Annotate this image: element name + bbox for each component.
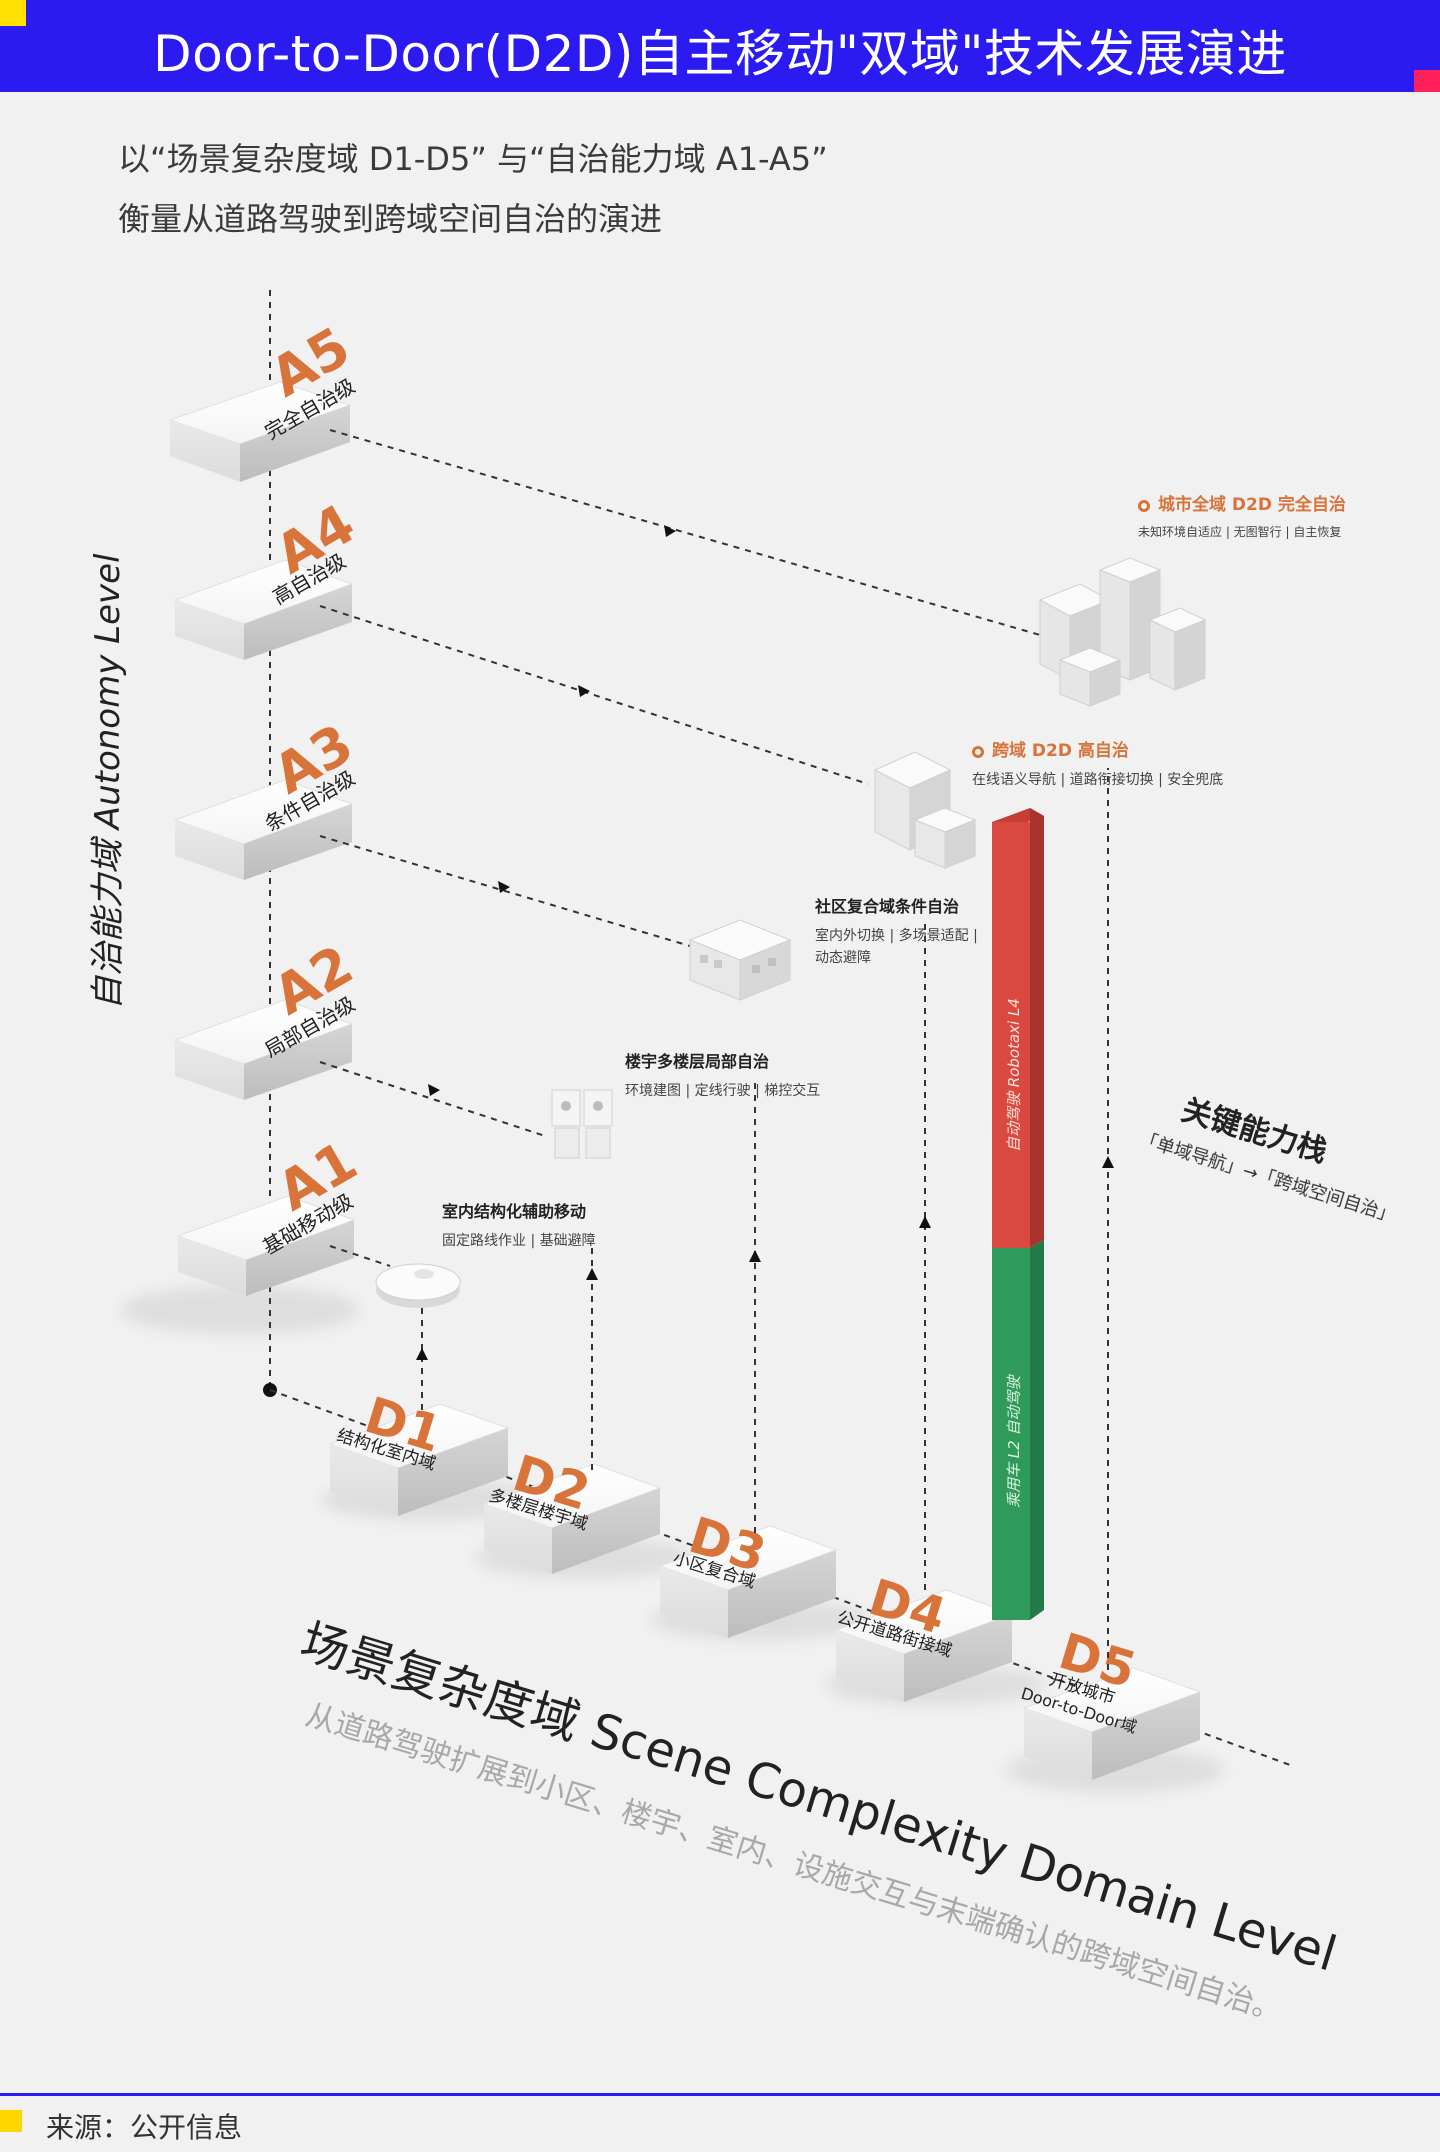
milestone-a4: 跨域 D2D 高自治 在线语义导航 | 道路衔接切换 | 安全兜底 <box>972 736 1223 789</box>
level-connectors <box>319 429 1041 1267</box>
block-a2 <box>173 999 354 1100</box>
block-d2 <box>482 1463 662 1574</box>
milestone-a2-desc: 环境建图 | 定线行驶 | 梯控交互 <box>625 1083 821 1099</box>
block-d5 <box>1022 1667 1202 1780</box>
block-a3 <box>173 779 354 880</box>
connector-arrows <box>428 525 676 1096</box>
footer-yellow-mark <box>0 2110 22 2132</box>
domain-verticals <box>421 768 1109 1670</box>
milestone-a3-desc: 室内外切换 | 多场景适配 | <box>815 928 978 944</box>
autonomy-blocks <box>168 381 356 1296</box>
milestone-a1-desc: 固定路线作业 | 基础避障 <box>442 1233 596 1249</box>
page-title: Door-to-Door(D2D)自主移动"双域"技术发展演进 <box>153 25 1287 83</box>
service-robot-icon <box>551 1089 613 1159</box>
vehicle-level-bar <box>992 808 1044 1620</box>
milestone-a5-desc: 未知环境自适应 | 无图智行 | 自主恢复 <box>1138 525 1342 539</box>
scene-blocks <box>328 1403 1202 1780</box>
milestone-a4-title: 跨域 D2D 高自治 <box>992 741 1129 761</box>
block-d3 <box>658 1525 838 1638</box>
milestone-a4-desc: 在线语义导航 | 道路衔接切换 | 安全兜底 <box>972 772 1224 788</box>
block-a4 <box>173 559 354 660</box>
robot-vacuum-icon <box>375 1263 461 1308</box>
bar-top-segment <box>992 822 1030 1248</box>
bar-bottom-label: 乘用车 L2 自动驾驶 <box>1005 1375 1023 1508</box>
building-icon <box>688 919 792 1001</box>
milestone-a1: 室内结构化辅助移动 固定路线作业 | 基础避障 <box>442 1198 596 1250</box>
block-a1 <box>176 1195 356 1296</box>
bar-bottom-segment <box>992 1248 1030 1620</box>
subtitle-line-2: 衡量从道路驾驶到跨域空间自治的演进 <box>118 200 663 238</box>
milestone-a5: 城市全域 D2D 完全自治 未知环境自适应 | 无图智行 | 自主恢复 <box>1138 490 1346 540</box>
bar-top-label: 自动驾驶 Robotaxi L4 <box>1005 998 1023 1152</box>
milestone-a3: 社区复合域条件自治 室内外切换 | 多场景适配 | 动态避障 <box>815 893 978 967</box>
y-axis-title: 自治能力域 Autonomy Level <box>88 553 128 1011</box>
milestone-a2: 楼宇多楼层局部自治 环境建图 | 定线行驶 | 梯控交互 <box>625 1048 820 1100</box>
milestone-a3-title: 社区复合域条件自治 <box>815 897 960 916</box>
milestone-a5-title: 城市全域 D2D 完全自治 <box>1158 495 1346 515</box>
milestone-a1-title: 室内结构化辅助移动 <box>442 1202 587 1221</box>
header-banner: Door-to-Door(D2D)自主移动"双域"技术发展演进 <box>0 0 1440 92</box>
milestone-a3-desc-2: 动态避障 <box>815 950 871 966</box>
vertical-arrows <box>416 1156 1114 1360</box>
subtitle-line-1: 以“场景复杂度域 D1-D5” 与“自治能力域 A1-A5” <box>118 140 828 178</box>
yellow-accent-square <box>0 0 26 26</box>
pink-accent-square <box>1414 70 1440 92</box>
source-note: 来源：公开信息 <box>46 2111 243 2144</box>
community-buildings-icon <box>873 751 977 869</box>
milestone-a2-title: 楼宇多楼层局部自治 <box>625 1052 770 1071</box>
footer-divider <box>0 2093 1440 2096</box>
target-icon <box>972 746 984 758</box>
block-a5 <box>168 381 352 482</box>
block-d1 <box>328 1403 510 1516</box>
city-buildings-icon <box>1038 557 1207 707</box>
target-icon <box>1138 500 1150 512</box>
